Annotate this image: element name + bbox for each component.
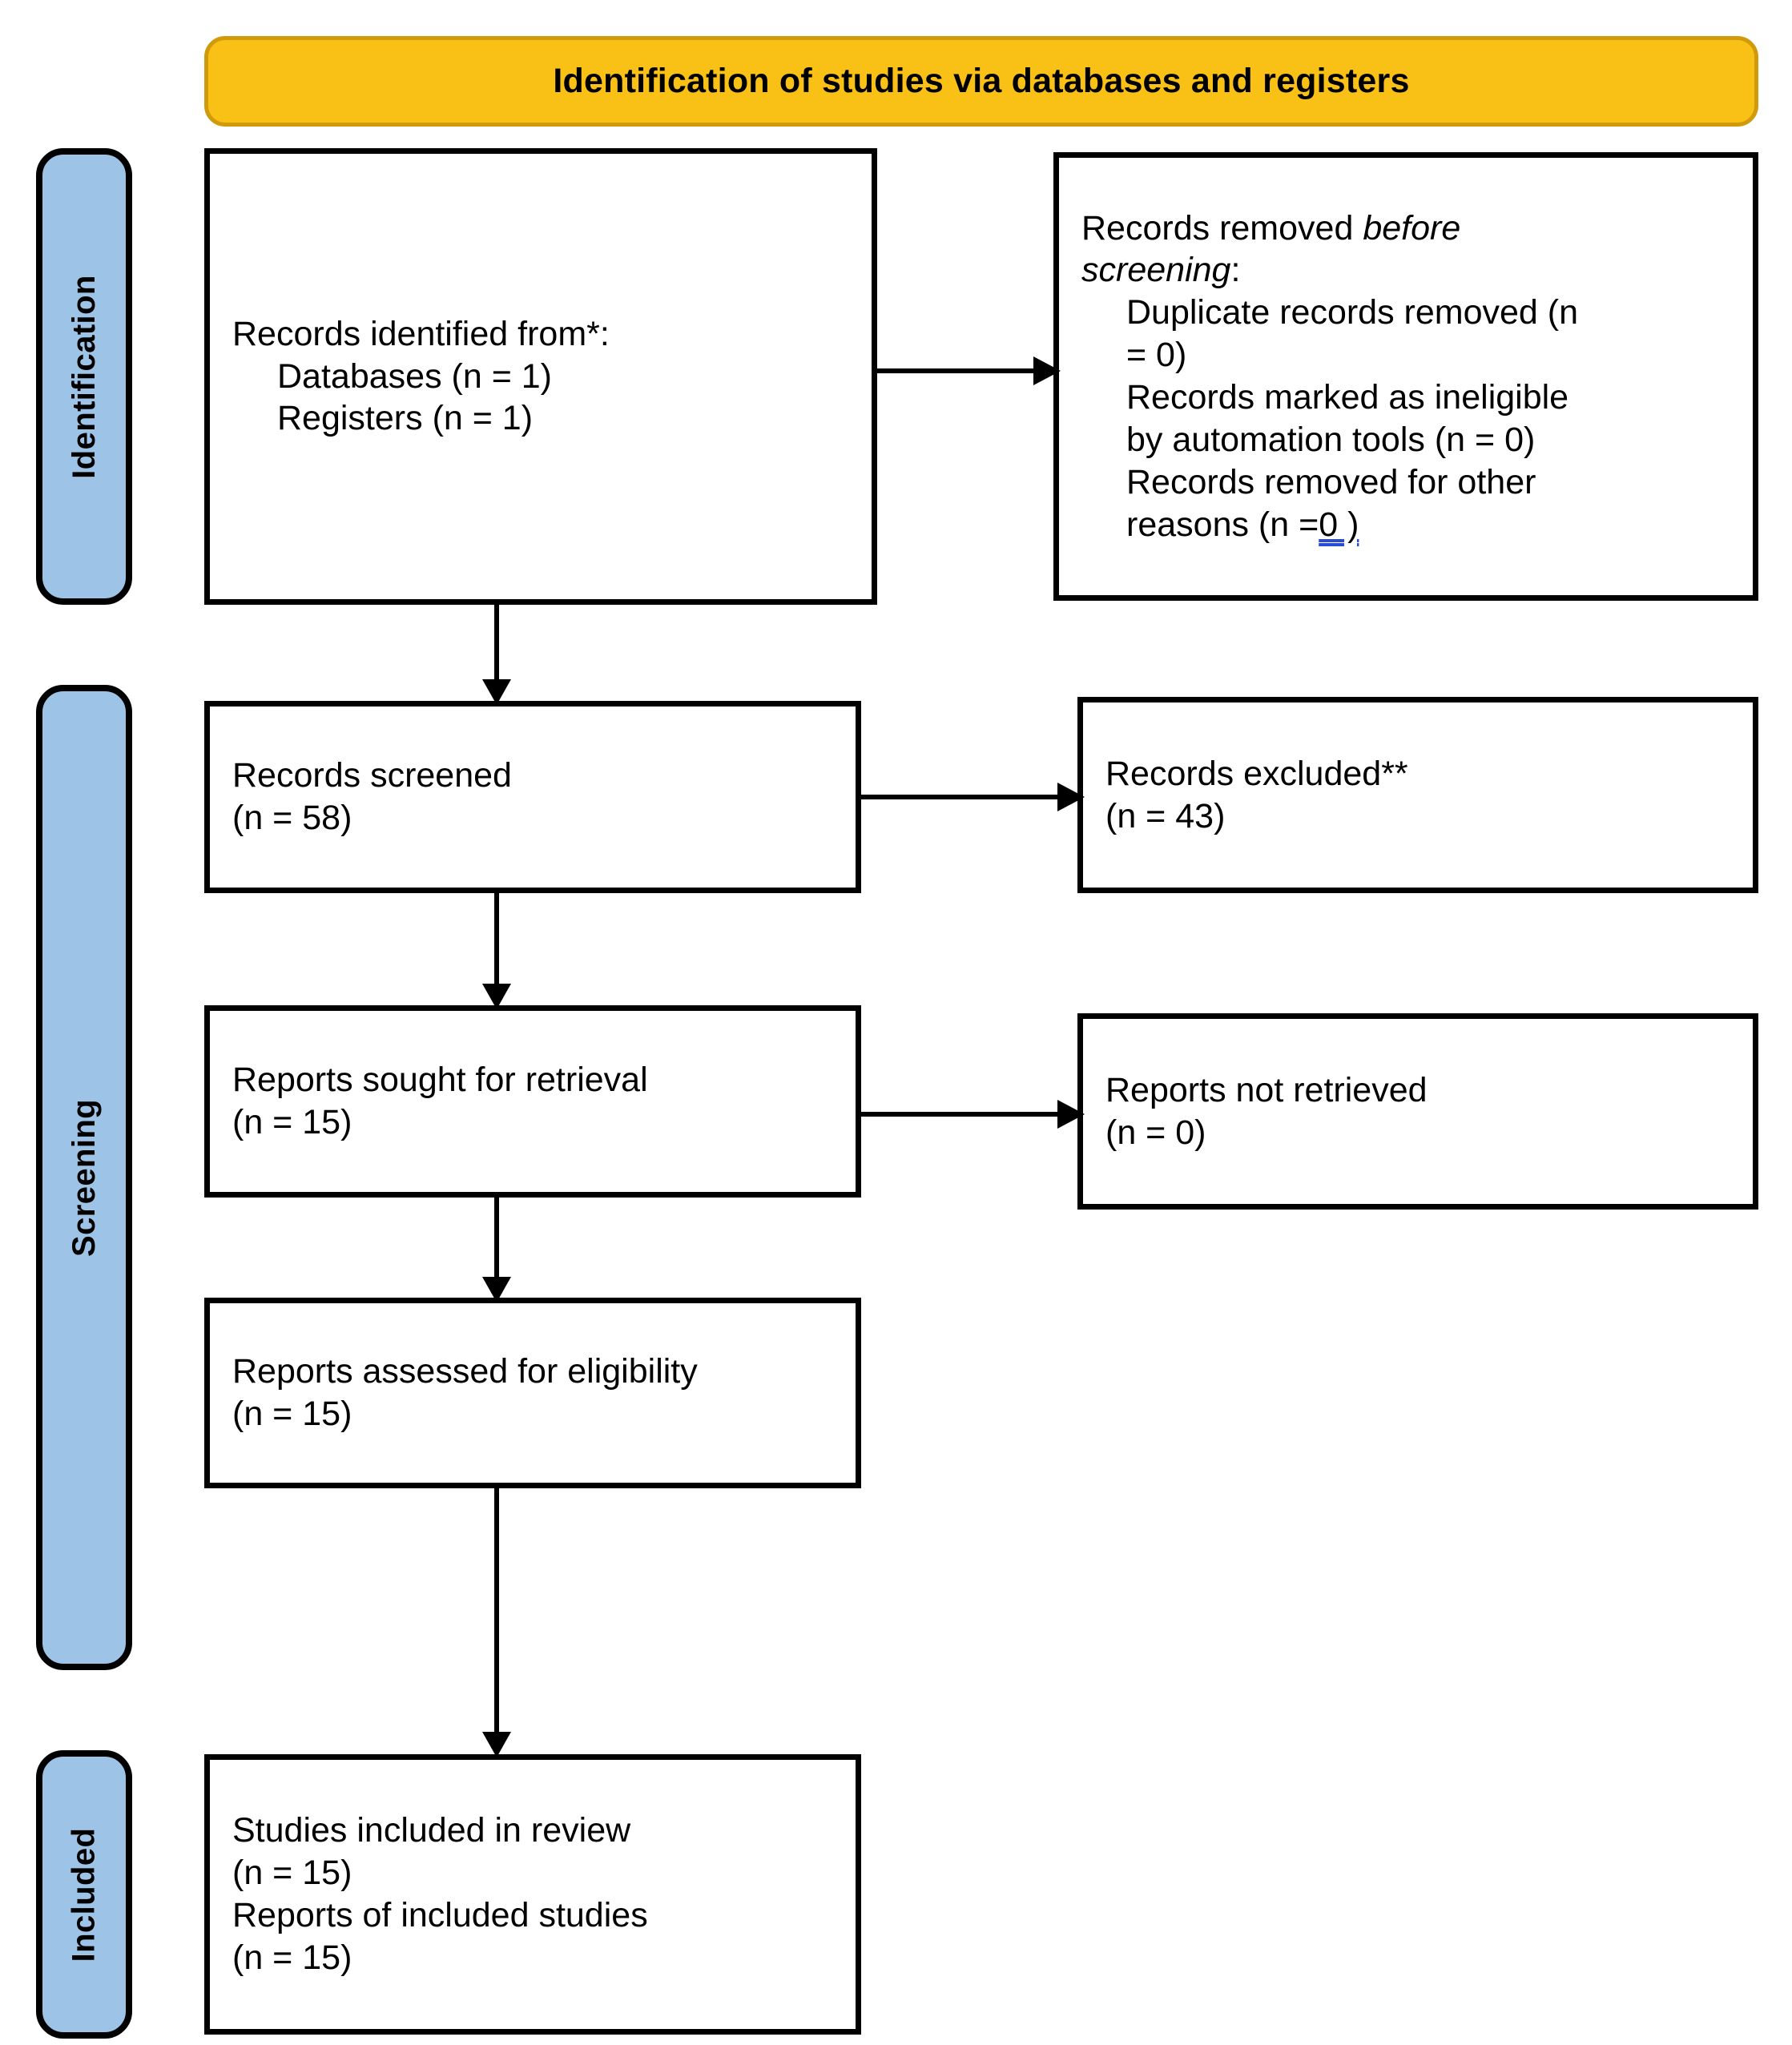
box-reports-sought-for-retrieval: Reports sought for retrieval (n = 15) — [204, 1005, 861, 1198]
arrow-sought-to-eligibility — [477, 1192, 517, 1304]
box-line: (n = 15) — [232, 1103, 352, 1141]
heading-emphasis-2: screening — [1081, 251, 1231, 290]
box-line: (n = 15) — [232, 1395, 352, 1433]
box-line: Records screened — [232, 756, 512, 795]
box-line: Records marked as ineligible — [1126, 378, 1569, 417]
box-line: Reports sought for retrieval — [232, 1061, 648, 1100]
box-line: Reports assessed for eligibility — [232, 1352, 698, 1391]
flagged-prefix: reasons (n = — [1126, 505, 1319, 544]
arrow-identified-to-removed — [873, 352, 1065, 389]
arrow-identified-to-screened — [477, 599, 517, 706]
box-line-heading-part2: screening: — [1081, 249, 1730, 292]
box-line-heading-part1: Records removed before — [1081, 207, 1730, 250]
box-line: Records excluded** — [1105, 754, 1408, 793]
box-line: Reports of included studies — [232, 1896, 648, 1934]
arrow-sought-to-not-retrieved — [857, 1096, 1089, 1133]
heading-emphasis: before — [1363, 208, 1461, 248]
box-line: by automation tools (n = 0) — [1126, 420, 1536, 459]
stage-tab-included-label: Included — [66, 1827, 102, 1962]
box-reports-not-retrieved: Reports not retrieved (n = 0) — [1077, 1013, 1758, 1210]
diagram-header-banner: Identification of studies via databases … — [204, 36, 1758, 127]
box-line: (n = 15) — [232, 1938, 352, 1977]
box-line: (n = 15) — [232, 1854, 352, 1893]
box-line: Records removed for other — [1126, 462, 1536, 501]
box-records-identified: Records identified from*: Databases (n =… — [204, 148, 877, 605]
stage-tab-screening: Screening — [36, 685, 132, 1670]
box-line: Studies included in review — [232, 1811, 631, 1850]
box-line: Records identified from*: — [232, 314, 610, 353]
box-records-screened: Records screened (n = 58) — [204, 701, 861, 893]
box-line-flagged: reasons (n =0 ) — [1081, 504, 1730, 546]
box-line: Reports not retrieved — [1105, 1070, 1428, 1109]
arrow-screened-to-excluded — [857, 779, 1089, 815]
page-title: Identification of studies via databases … — [553, 62, 1410, 100]
arrow-screened-to-sought — [477, 888, 517, 1011]
box-line: (n = 43) — [1105, 796, 1226, 835]
box-line: Registers (n = 1) — [277, 399, 534, 438]
box-reports-assessed-for-eligibility: Reports assessed for eligibility (n = 15… — [204, 1298, 861, 1488]
stage-tab-identification-label: Identification — [66, 274, 102, 479]
arrow-eligibility-to-included — [477, 1483, 517, 1759]
heading-text: Records removed — [1081, 208, 1363, 248]
stage-tab-included: Included — [36, 1750, 132, 2039]
box-records-removed-before-screening: Records removed before screening: Duplic… — [1053, 152, 1758, 601]
box-line: = 0) — [1126, 336, 1187, 375]
box-studies-included-in-review: Studies included in review (n = 15) Repo… — [204, 1754, 861, 2035]
box-line: (n = 58) — [232, 799, 352, 837]
heading-colon: : — [1230, 251, 1241, 290]
box-line: Databases (n = 1) — [277, 356, 552, 396]
box-line: Duplicate records removed (n — [1126, 293, 1579, 332]
stage-tab-screening-label: Screening — [66, 1098, 102, 1257]
box-line: (n = 0) — [1105, 1113, 1206, 1152]
stage-tab-identification: Identification — [36, 148, 132, 605]
box-records-excluded: Records excluded** (n = 43) — [1077, 697, 1758, 893]
grammar-flagged-value: 0 ) — [1319, 505, 1359, 544]
